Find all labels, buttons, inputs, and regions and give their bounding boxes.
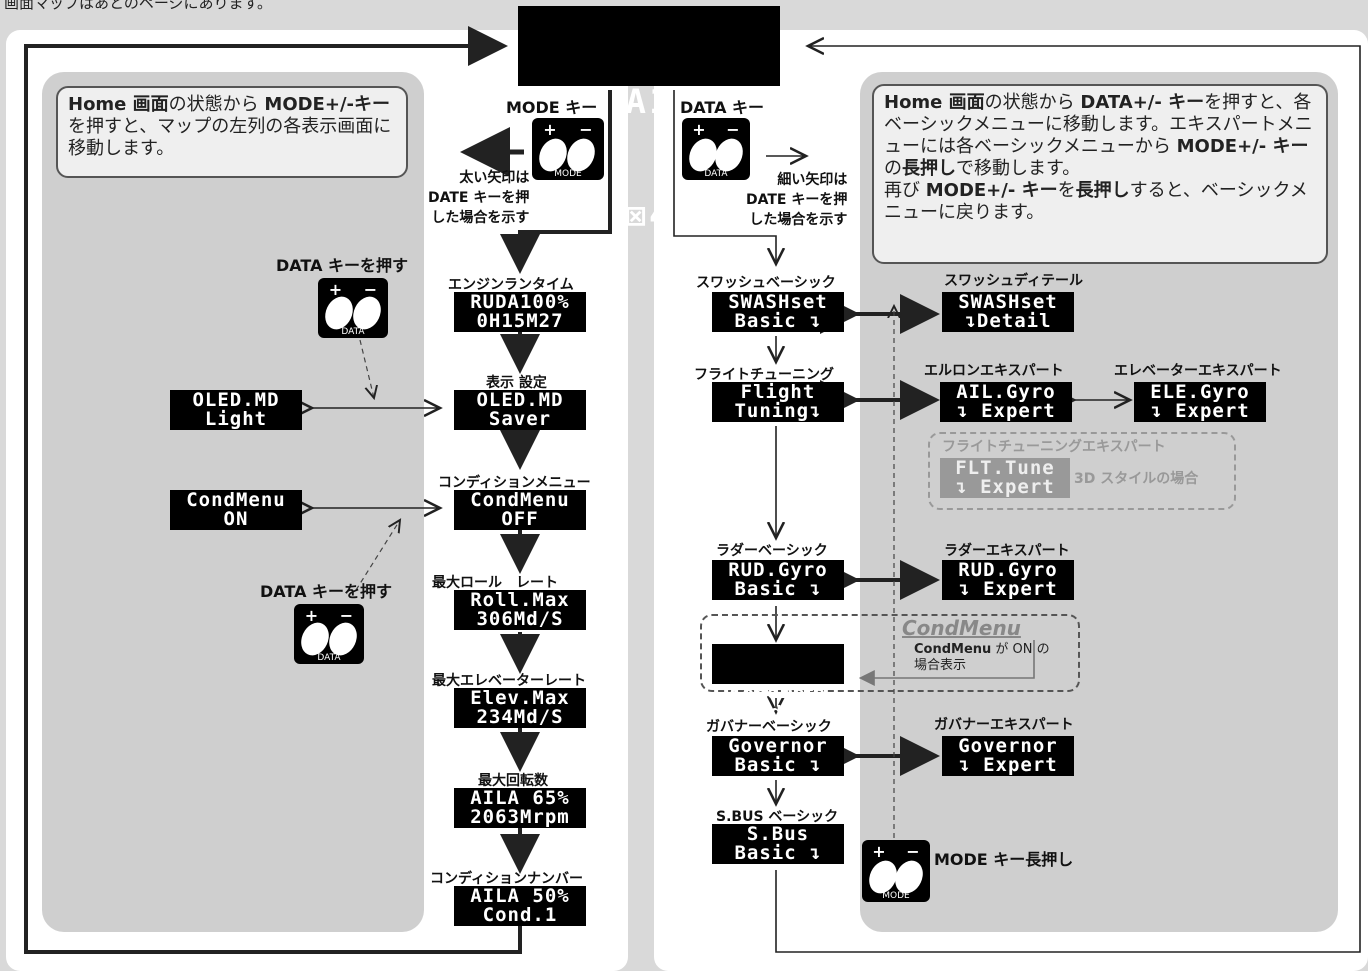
mode-key-label: MODE キー <box>506 98 598 117</box>
left-screen-5: AILA 65%2063Mrpm <box>454 788 586 828</box>
cond-menu-title: CondMenu <box>902 616 1021 640</box>
top-note: 画面マップはあとのページにあります。 <box>4 0 273 12</box>
expert-label-0: スワッシュディテール <box>944 273 1084 289</box>
basic-label-4: S.BUS ベーシック <box>716 809 839 825</box>
home-display-line2: G0ff⊠4.8V↴ <box>531 196 767 236</box>
home-display-line1: RUDA100% <box>555 82 743 122</box>
basic-label-2: ラダーベーシック <box>716 543 828 559</box>
mode-long-label: MODE キー長押し <box>934 850 1074 869</box>
data-key-label-2: DATA キーを押す <box>260 582 393 601</box>
expert-screen-4: Governor↴ Expert <box>942 736 1074 776</box>
flt-expert-label: フライトチューニングエキスパート <box>942 439 1166 455</box>
left-note: Home 画面の状態から MODE+/-キーを押すと、マップの左列の各表示画面に… <box>56 86 408 178</box>
expert-label-1: エルロンエキスパート <box>924 363 1064 379</box>
left-screen-label-6: コンディションナンバー <box>430 871 584 887</box>
left-screen-0: RUDA100%0H15M27 <box>454 292 586 332</box>
mode-key-icon[interactable]: +− MODE <box>532 118 604 180</box>
data-key-label-1: DATA キーを押す <box>276 256 409 275</box>
expert-screen-1: AIL.Gyro↴ Expert <box>940 382 1072 422</box>
mode-long-key-icon[interactable]: +− MODE <box>862 840 930 902</box>
expert-screen-2: ELE.Gyro↴ Expert <box>1134 382 1266 422</box>
expert-label-3: ラダーエキスパート <box>944 543 1070 559</box>
left-screen-label-2: コンディションメニュー <box>438 475 591 491</box>
right-data-key-icon[interactable]: +− DATA <box>682 118 750 180</box>
expert-screen-0: SWASHset↴Detail <box>942 292 1074 332</box>
thin-arrow-note: 細い矢印は DATE キーを押 した場合を示す <box>746 172 848 228</box>
right-note: Home 画面の状態から DATA+/- キーを押すと、各ベーシックメニューに移… <box>872 84 1328 264</box>
expert-screen-3: RUD.Gyro↴ Expert <box>942 560 1074 600</box>
cond-note: CondMenu が ON の 場合表示 <box>914 642 1050 673</box>
thick-arrow-note: 太い矢印は DATE キーを押 した場合を示す <box>428 170 530 226</box>
expert-label-2: エレベーターエキスパート <box>1114 363 1282 379</box>
data-key-icon-1[interactable]: +− DATA <box>318 278 388 338</box>
home-display: RUDA100% G0ff⊠4.8V↴ <box>518 6 780 235</box>
flt-expert-note: 3D スタイルの場合 <box>1074 471 1199 487</box>
expert-label-4: ガバナーエキスパート <box>934 717 1074 733</box>
left-screen-label-1: 表示 設定 <box>486 375 547 391</box>
basic-label-3: ガバナーベーシック <box>706 719 832 735</box>
basic-label-0: スワッシュベーシック <box>696 275 836 291</box>
left-screen-6: AILA 50%Cond.1 <box>454 886 586 926</box>
left-screen-label-4: 最大エレベーターレート <box>432 673 586 689</box>
data-key-icon-2[interactable]: +− DATA <box>294 604 364 664</box>
flt-expert-box <box>928 432 1236 510</box>
right-data-key-label: DATA キー <box>680 98 765 117</box>
left-screen-label-5: 最大回転数 <box>478 773 548 789</box>
basic-label-1: フライトチューニング <box>694 367 834 383</box>
flt-expert-screen: FLT.Tune↴ Expert <box>940 458 1070 498</box>
left-screen-label-0: エンジンランタイム <box>448 277 574 293</box>
cond-menu-box <box>700 614 1080 692</box>
left-screen-label-3: 最大ロール レート <box>432 575 558 591</box>
